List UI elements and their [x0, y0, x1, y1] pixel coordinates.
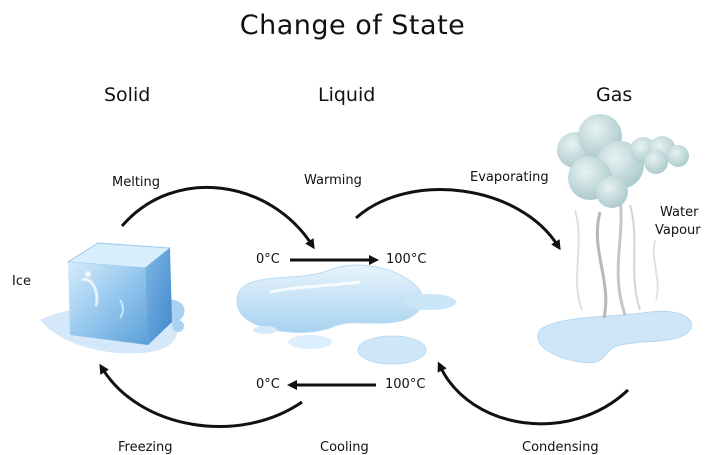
water-vapour-label-line1: Water [660, 205, 699, 220]
temp-cool-end: 0°C [256, 377, 280, 392]
process-label-evaporating: Evaporating [470, 170, 549, 185]
water-vapour-label-line2: Vapour [655, 223, 701, 238]
process-label-freezing: Freezing [118, 440, 173, 455]
ice-cube-illustration [40, 242, 185, 354]
temp-cool-start: 100°C [385, 377, 426, 392]
process-label-melting: Melting [112, 175, 161, 190]
process-label-cooling: Cooling [320, 440, 369, 455]
process-label-warming: Warming [304, 173, 362, 188]
ice-label: Ice [12, 274, 31, 289]
state-label-liquid: Liquid [318, 84, 376, 106]
melting-arrow [120, 185, 315, 250]
condensing-arrow [437, 361, 630, 426]
process-label-condensing: Condensing [522, 440, 599, 455]
freezing-arrow [99, 363, 303, 428]
temp-warm-end: 100°C [386, 252, 427, 267]
water-puddle-illustration [236, 264, 456, 365]
water-vapour-illustration [537, 114, 692, 364]
temp-warm-start: 0°C [256, 252, 280, 267]
diagram-title: Change of State [239, 10, 466, 41]
evaporating-arrow [355, 188, 561, 251]
state-label-solid: Solid [104, 84, 151, 106]
state-label-gas: Gas [596, 84, 633, 106]
